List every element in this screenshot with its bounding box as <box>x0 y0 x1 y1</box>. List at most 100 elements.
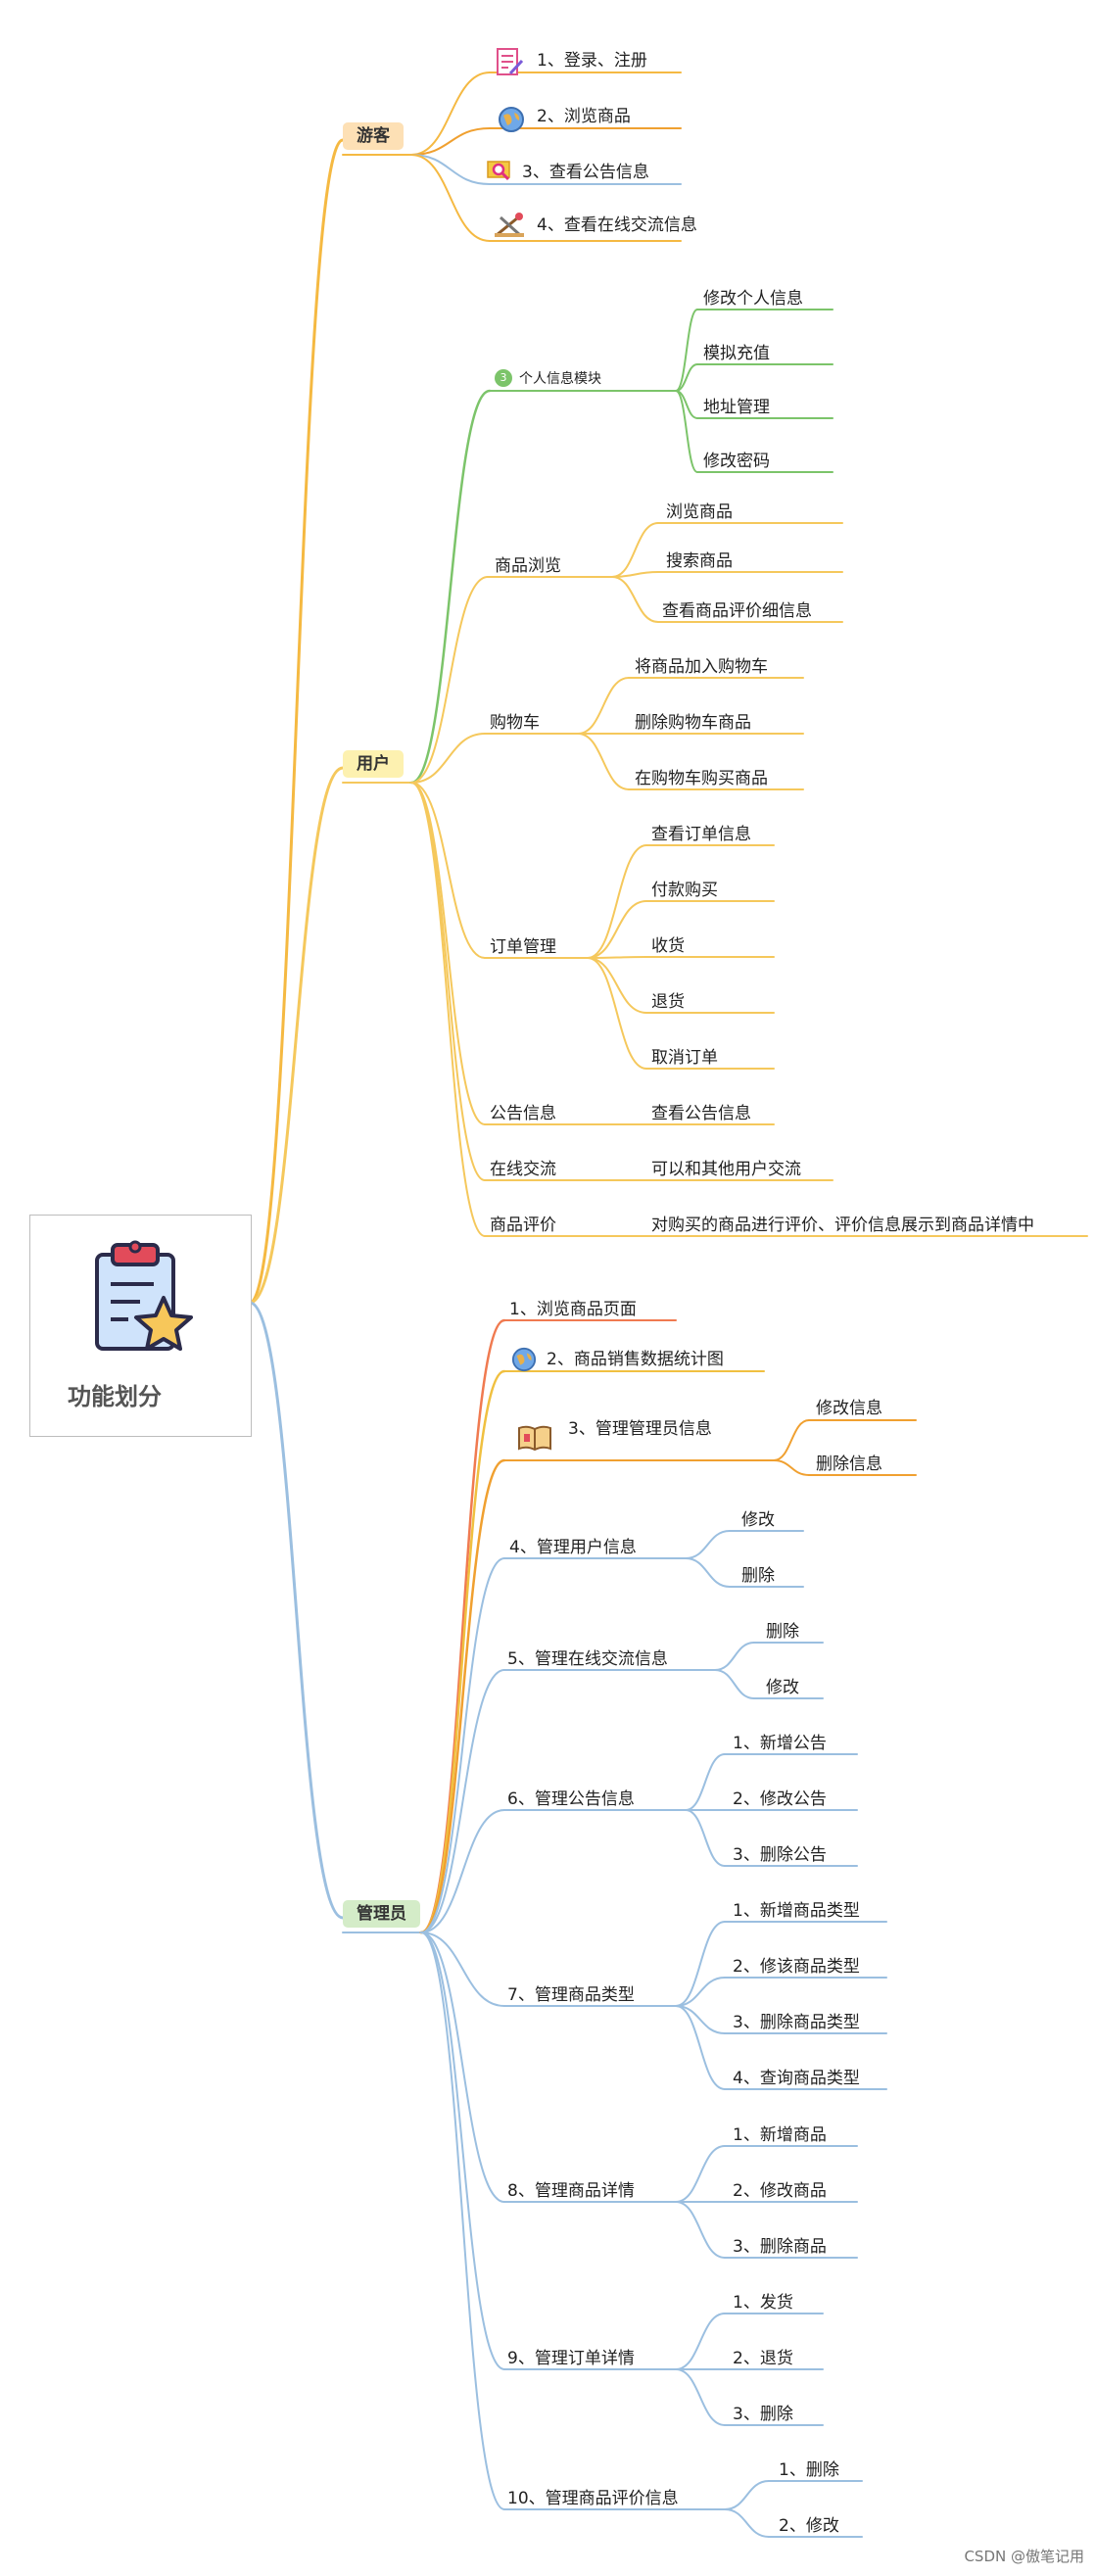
user-browse-child-2[interactable]: 搜索商品 <box>666 551 733 571</box>
connector-line <box>675 1977 726 2007</box>
admin-item-8-child-2[interactable]: 2、修改商品 <box>733 2181 827 2201</box>
clipboard-star-icon <box>95 1240 193 1351</box>
branch-admin[interactable]: 管理员 <box>343 1900 420 1928</box>
user-personal-child-1[interactable]: 修改个人信息 <box>703 289 803 309</box>
user-cart-child-2[interactable]: 删除购物车商品 <box>635 713 751 733</box>
connector-line <box>420 1932 505 2370</box>
user-personal-label[interactable]: 个人信息模块 <box>519 371 601 387</box>
globe-icon <box>499 107 524 132</box>
admin-item-5-child-1[interactable]: 删除 <box>766 1622 799 1642</box>
admin-item-9[interactable]: 9、管理订单详情 <box>507 2349 635 2368</box>
tools-icon <box>495 213 524 237</box>
admin-item-5-child-2[interactable]: 修改 <box>766 1678 799 1697</box>
user-orders-label[interactable]: 订单管理 <box>490 937 556 957</box>
admin-item-6-child-2[interactable]: 2、修改公告 <box>733 1789 827 1809</box>
guest-item-1[interactable]: 1、登录、注册 <box>537 51 647 71</box>
admin-item-9-child-1[interactable]: 1、发货 <box>733 2293 793 2313</box>
user-chat-child-1[interactable]: 可以和其他用户交流 <box>651 1160 801 1179</box>
admin-item-6-child-1[interactable]: 1、新增公告 <box>733 1734 827 1753</box>
admin-item-6[interactable]: 6、管理公告信息 <box>507 1789 635 1809</box>
user-review-child-1[interactable]: 对购买的商品进行评价、评价信息展示到商品详情中 <box>651 1216 1034 1235</box>
connector-line <box>420 1557 505 1933</box>
connector-line <box>420 1932 505 2203</box>
guest-item-3[interactable]: 3、查看公告信息 <box>522 163 649 182</box>
connector-line <box>587 844 647 959</box>
user-chat-label[interactable]: 在线交流 <box>490 1160 556 1179</box>
connector-line <box>410 154 491 242</box>
user-notice-label[interactable]: 公告信息 <box>490 1104 556 1123</box>
admin-item-10-child-1[interactable]: 1、删除 <box>779 2460 839 2480</box>
book-icon <box>518 1425 551 1452</box>
admin-item-6-child-3[interactable]: 3、删除公告 <box>733 1845 827 1865</box>
user-review-label[interactable]: 商品评价 <box>490 1216 556 1235</box>
user-orders-child-4[interactable]: 退货 <box>651 992 685 1012</box>
connector-line <box>685 1557 731 1588</box>
connector-line <box>420 1669 505 1933</box>
user-cart-child-3[interactable]: 在购物车购买商品 <box>635 769 768 788</box>
user-browse-child-1[interactable]: 浏览商品 <box>666 502 733 522</box>
root-title: 功能划分 <box>68 1383 162 1410</box>
connector-line <box>410 72 491 156</box>
root-node[interactable]: 功能划分 <box>29 1215 252 1437</box>
admin-item-4[interactable]: 4、管理用户信息 <box>509 1538 637 1557</box>
connector-line <box>420 1809 505 1933</box>
user-orders-child-1[interactable]: 查看订单信息 <box>651 825 751 844</box>
connector-line <box>675 2005 726 2034</box>
admin-item-7-child-2[interactable]: 2、修该商品类型 <box>733 1957 860 1977</box>
connector-line <box>420 1932 505 2510</box>
admin-item-4-child-1[interactable]: 修改 <box>741 1510 775 1530</box>
user-orders-child-3[interactable]: 收货 <box>651 936 685 956</box>
admin-item-10[interactable]: 10、管理商品评价信息 <box>507 2489 679 2508</box>
connector-line <box>410 733 486 784</box>
admin-item-5[interactable]: 5、管理在线交流信息 <box>507 1649 668 1669</box>
guest-item-2[interactable]: 2、浏览商品 <box>537 107 631 126</box>
connector-line <box>410 782 486 959</box>
connector-line <box>587 900 647 959</box>
document-edit-icon <box>497 48 524 75</box>
admin-item-8[interactable]: 8、管理商品详情 <box>507 2181 635 2201</box>
branch-user[interactable]: 用户 <box>343 750 404 778</box>
admin-item-8-child-3[interactable]: 3、删除商品 <box>733 2237 827 2257</box>
admin-item-2[interactable]: 2、商品销售数据统计图 <box>547 1350 724 1369</box>
connector-line <box>587 957 647 1014</box>
connector-line <box>675 390 698 473</box>
user-cart-child-1[interactable]: 将商品加入购物车 <box>635 657 768 677</box>
connector-line <box>675 363 698 392</box>
connector-line <box>675 2005 726 2090</box>
user-cart-label[interactable]: 购物车 <box>490 713 540 733</box>
connector-line <box>724 2508 770 2538</box>
user-personal-child-4[interactable]: 修改密码 <box>703 452 770 471</box>
connector-line <box>685 1809 726 1867</box>
connector-line <box>410 782 486 1237</box>
user-orders-child-2[interactable]: 付款购买 <box>651 881 718 900</box>
admin-item-1[interactable]: 1、浏览商品页面 <box>509 1300 637 1319</box>
magnifier-icon <box>487 161 510 181</box>
connector-line <box>419 1458 506 1934</box>
user-personal-child-2[interactable]: 模拟充值 <box>703 344 770 363</box>
connector-line <box>773 1459 810 1476</box>
admin-item-7-child-4[interactable]: 4、查询商品类型 <box>733 2069 860 2088</box>
admin-item-3-child-1[interactable]: 修改信息 <box>816 1399 882 1418</box>
admin-item-7[interactable]: 7、管理商品类型 <box>507 1985 635 2005</box>
admin-item-3-child-2[interactable]: 删除信息 <box>816 1455 882 1474</box>
user-browse-child-3[interactable]: 查看商品评价细信息 <box>662 601 812 621</box>
admin-item-9-child-3[interactable]: 3、删除 <box>733 2405 793 2424</box>
user-browse-label[interactable]: 商品浏览 <box>495 556 561 576</box>
connector-line <box>410 154 491 185</box>
connector-line <box>410 576 489 784</box>
connector-line <box>587 957 647 1070</box>
admin-item-7-child-1[interactable]: 1、新增商品类型 <box>733 1901 860 1921</box>
user-orders-child-5[interactable]: 取消订单 <box>651 1048 718 1068</box>
guest-item-4[interactable]: 4、查看在线交流信息 <box>537 215 697 235</box>
admin-item-3[interactable]: 3、管理管理员信息 <box>568 1419 712 1439</box>
user-notice-child-1[interactable]: 查看公告信息 <box>651 1104 751 1123</box>
admin-item-8-child-1[interactable]: 1、新增商品 <box>733 2125 827 2145</box>
branch-guest[interactable]: 游客 <box>343 122 404 150</box>
admin-item-7-child-3[interactable]: 3、删除商品类型 <box>733 2013 860 2032</box>
admin-item-4-child-2[interactable]: 删除 <box>741 1566 775 1586</box>
admin-item-9-child-2[interactable]: 2、退货 <box>733 2349 793 2368</box>
user-personal-child-3[interactable]: 地址管理 <box>703 398 770 417</box>
connector-line <box>675 2145 726 2203</box>
admin-item-10-child-2[interactable]: 2、修改 <box>779 2516 839 2536</box>
root-guest-edge <box>248 138 345 1305</box>
